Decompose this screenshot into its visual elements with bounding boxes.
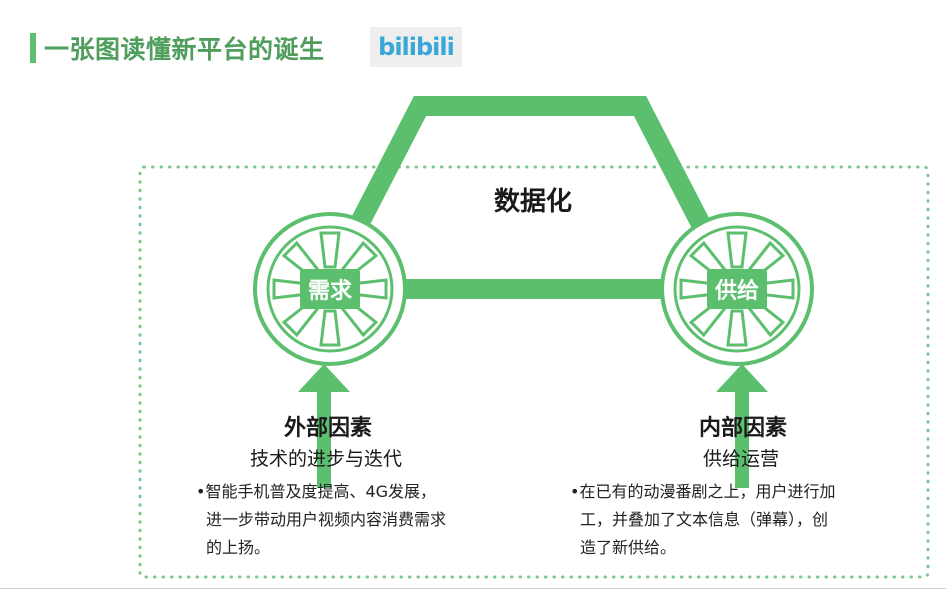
right-description: •在已有的动漫番剧之上，用户进行加 工，并叠加了文本信息（弹幕），创 造了新供给… <box>570 478 835 562</box>
wheel-left <box>253 212 407 366</box>
right-desc-line: 造了新供给。 <box>580 538 677 557</box>
dotted-frame <box>138 165 930 579</box>
left-desc-line: 进一步带动用户视频内容消费需求 <box>206 510 447 529</box>
center-label-data: 数据化 <box>493 187 573 217</box>
left-desc-line: •智能手机普及度提高、4G发展， <box>196 482 437 501</box>
right-desc-line: •在已有的动漫番剧之上，用户进行加 <box>570 482 836 501</box>
left-heading: 外部因素 <box>283 416 373 441</box>
arrow-up-left-icon <box>298 364 350 488</box>
title-accent-bar <box>30 33 36 63</box>
bottom-divider <box>0 588 946 589</box>
right-subheading: 供给运营 <box>702 448 780 470</box>
page-title: 一张图读懂新平台的诞生 <box>44 35 325 64</box>
wheel-right <box>660 212 814 366</box>
left-subheading: 技术的进步与迭代 <box>249 448 403 470</box>
car-roof-outline <box>346 96 714 237</box>
right-heading: 内部因素 <box>698 416 788 441</box>
bilibili-logo: bilibili <box>370 27 462 67</box>
wheel-left-label: 需求 <box>307 279 353 304</box>
wheel-right-label: 供给 <box>714 279 760 304</box>
car-chassis-bar <box>395 279 675 299</box>
left-description: •智能手机普及度提高、4G发展， 进一步带动用户视频内容消费需求 的上扬。 <box>196 478 446 562</box>
left-desc-line: 的上扬。 <box>206 538 271 557</box>
arrow-up-right-icon <box>716 364 768 488</box>
right-desc-line: 工，并叠加了文本信息（弹幕），创 <box>580 510 829 529</box>
